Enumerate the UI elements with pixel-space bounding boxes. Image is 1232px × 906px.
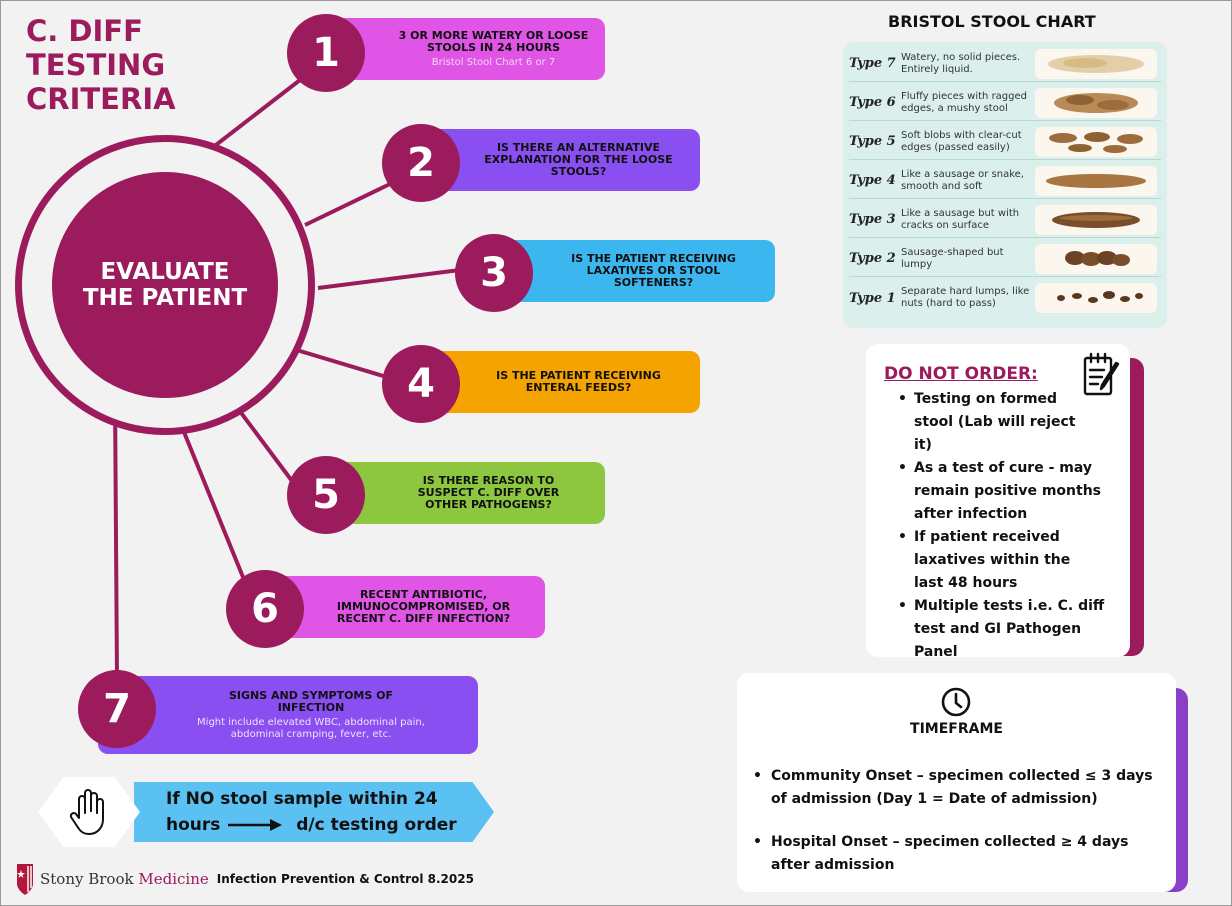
stool-image-watery xyxy=(1035,49,1157,79)
stop-hexagon xyxy=(38,777,140,847)
bristol-type: Type 7 xyxy=(849,56,896,71)
criterion-7-text: SIGNS AND SYMPTOMS OF INFECTION xyxy=(229,688,393,714)
bristol-type: Type 1 xyxy=(849,290,896,306)
bristol-row: Type 5 Soft blobs with clear-cut edges (… xyxy=(849,124,1161,160)
criterion-2: IS THERE AN ALTERNATIVE EXPLANATION FOR … xyxy=(425,129,700,191)
bristol-type: Type 5 xyxy=(849,134,896,149)
criterion-2-number: 2 xyxy=(382,124,460,202)
clock-icon xyxy=(941,687,971,717)
criterion-1: 3 OR MORE WATERY OR LOOSE STOOLS IN 24 H… xyxy=(330,18,605,80)
criterion-5: IS THERE REASON TO SUSPECT C. DIFF OVER … xyxy=(330,462,605,524)
footer: Stony Brook Medicine Infection Preventio… xyxy=(16,862,474,896)
bristol-description: Fluffy pieces with ragged edges, a mushy… xyxy=(901,90,1028,114)
hand-stop-icon xyxy=(69,789,104,835)
no-sample-note: If NO stool sample within 24 hours d/c t… xyxy=(134,782,494,842)
do-not-order-item: Testing on formed stool (Lab will reject… xyxy=(898,388,1098,457)
bristol-chart: Type 7 Watery, no solid pieces. Entirely… xyxy=(843,42,1167,328)
bristol-description: Watery, no solid pieces. Entirely liquid… xyxy=(901,51,1021,75)
bristol-description: Like a sausage or snake, smooth and soft xyxy=(901,168,1024,192)
bristol-row: Type 3 Like a sausage but with cracks on… xyxy=(849,202,1161,238)
org-name: Stony Brook Medicine xyxy=(40,870,209,888)
department-label: Infection Prevention & Control 8.2025 xyxy=(216,872,474,886)
criterion-6: RECENT ANTIBIOTIC, IMMUNOCOMPROMISED, OR… xyxy=(270,576,545,638)
bristol-row: Type 1 Separate hard lumps, like nuts (h… xyxy=(849,280,1161,316)
title-line-1: C. DIFF xyxy=(26,14,143,48)
timeframe-card: TIMEFRAME Community Onset – specimen col… xyxy=(737,673,1176,892)
stool-image-smooth-sausage xyxy=(1035,166,1157,196)
title-line-2: TESTING xyxy=(26,48,166,82)
do-not-order-item: Multiple tests i.e. C. diff test and GI … xyxy=(898,595,1120,664)
shield-logo-icon xyxy=(17,864,33,895)
no-sample-line-2: hours d/c testing order xyxy=(166,815,457,835)
criterion-7-subtext: Might include elevated WBC, abdominal pa… xyxy=(197,716,425,740)
criterion-1-number: 1 xyxy=(287,14,365,92)
do-not-order-item: As a test of cure - may remain positive … xyxy=(898,457,1120,526)
bristol-description: Separate hard lumps, like nuts (hard to … xyxy=(901,286,1030,309)
arrow-right-icon xyxy=(228,819,282,831)
criterion-3: IS THE PATIENT RECEIVING LAXATIVES OR ST… xyxy=(500,240,775,302)
criterion-4-text: IS THE PATIENT RECEIVING ENTERAL FEEDS? xyxy=(496,369,661,394)
criterion-3-number: 3 xyxy=(455,234,533,312)
criterion-7-number: 7 xyxy=(78,670,156,748)
timeframe-item: Community Onset – specimen collected ≤ 3… xyxy=(753,765,1166,811)
bristol-type: Type 6 xyxy=(849,95,896,110)
criterion-4-number: 4 xyxy=(382,345,460,423)
org-name-part-2: Medicine xyxy=(138,870,209,888)
stool-image-mushy xyxy=(1035,88,1157,118)
criterion-6-number: 6 xyxy=(226,570,304,648)
bristol-row: Type 2 Sausage-shaped but lumpy xyxy=(849,241,1161,277)
criterion-6-text: RECENT ANTIBIOTIC, IMMUNOCOMPROMISED, OR… xyxy=(336,588,511,625)
bristol-type: Type 4 xyxy=(849,173,896,188)
bristol-row: Type 6 Fluffy pieces with ragged edges, … xyxy=(849,85,1161,121)
criterion-5-text: IS THERE REASON TO SUSPECT C. DIFF OVER … xyxy=(417,474,560,511)
bristol-chart-title: BRISTOL STOOL CHART xyxy=(888,12,1096,31)
bristol-row: Type 4 Like a sausage or snake, smooth a… xyxy=(849,163,1161,199)
do-not-order-card: DO NOT ORDER: Testing on formed stool (L… xyxy=(866,344,1130,660)
bristol-type: Type 2 xyxy=(849,251,896,266)
stool-image-soft-blobs xyxy=(1035,127,1157,157)
do-not-order-list: Testing on formed stool (Lab will reject… xyxy=(898,388,1120,664)
criterion-4: IS THE PATIENT RECEIVING ENTERAL FEEDS? xyxy=(425,351,700,413)
bristol-description: Like a sausage but with cracks on surfac… xyxy=(901,207,1020,231)
no-sample-action: d/c testing order xyxy=(296,815,457,835)
timeframe-item: Hospital Onset – specimen collected ≥ 4 … xyxy=(753,831,1143,877)
bristol-row: Type 7 Watery, no solid pieces. Entirely… xyxy=(849,46,1161,82)
no-sample-hours: hours xyxy=(166,815,221,835)
bristol-description: Soft blobs with clear-cut edges (passed … xyxy=(901,129,1022,153)
criterion-2-text: IS THERE AN ALTERNATIVE EXPLANATION FOR … xyxy=(484,141,673,178)
title-line-3: CRITERIA xyxy=(26,82,176,116)
evaluate-line-2: THE PATIENT xyxy=(82,285,248,311)
criterion-5-number: 5 xyxy=(287,456,365,534)
notepad-icon xyxy=(1083,352,1120,396)
timeframe-heading: TIMEFRAME xyxy=(910,721,1003,737)
do-not-order-heading: DO NOT ORDER: xyxy=(884,364,1038,384)
do-not-order-item: If patient received laxatives within the… xyxy=(898,526,1088,595)
timeframe-list: Community Onset – specimen collected ≤ 3… xyxy=(753,765,1166,897)
criterion-1-text: 3 OR MORE WATERY OR LOOSE STOOLS IN 24 H… xyxy=(398,28,589,54)
stool-image-cracked-sausage xyxy=(1035,205,1157,235)
criterion-3-text: IS THE PATIENT RECEIVING LAXATIVES OR ST… xyxy=(571,252,736,289)
evaluate-circle: EVALUATE THE PATIENT xyxy=(52,172,278,398)
evaluate-line-1: EVALUATE xyxy=(100,259,230,285)
org-name-part-1: Stony Brook xyxy=(40,870,139,888)
bristol-description: Sausage-shaped but lumpy xyxy=(901,246,1004,270)
bristol-type: Type 3 xyxy=(849,212,896,227)
criterion-1-subtext: Bristol Stool Chart 6 or 7 xyxy=(431,56,556,68)
criterion-7: SIGNS AND SYMPTOMS OF INFECTION Might in… xyxy=(98,676,478,754)
no-sample-line-1: If NO stool sample within 24 xyxy=(166,789,438,809)
stool-image-hard-lumps xyxy=(1035,283,1157,313)
stool-image-lumpy xyxy=(1035,244,1157,274)
page-title: C. DIFF TESTING CRITERIA xyxy=(26,14,226,116)
